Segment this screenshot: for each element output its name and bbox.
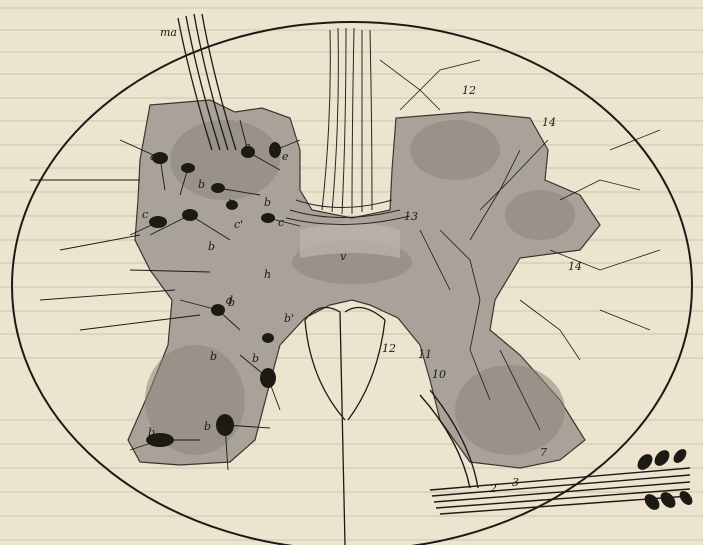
label-b-10: b <box>204 420 211 433</box>
label-12-top: 12 <box>462 84 476 97</box>
label-2: 2 <box>489 482 497 495</box>
label-ma: ma <box>160 26 177 39</box>
label-b-prime: b' <box>284 312 294 325</box>
label-e: e <box>282 150 289 163</box>
label-c-2: c <box>278 216 284 229</box>
label-14-right: 14 <box>568 260 582 273</box>
label-b-1: b <box>198 178 205 191</box>
label-a-2: a <box>244 140 251 153</box>
label-h: h <box>264 268 271 281</box>
commissure-band <box>300 223 400 259</box>
label-7: 7 <box>540 446 547 459</box>
label-3: 3 <box>512 476 519 489</box>
label-14-top: 14 <box>542 116 556 129</box>
label-b-7: b <box>210 350 217 363</box>
label-b-8: b <box>252 352 259 365</box>
label-b-9: b <box>148 426 155 439</box>
label-11: 11 <box>418 348 432 361</box>
label-c-prime: c' <box>234 218 243 231</box>
label-12-mid: 12 <box>382 342 396 355</box>
label-10: 10 <box>432 368 446 381</box>
label-a-1: a <box>150 150 157 163</box>
label-c-1: c <box>142 208 148 221</box>
label-v: v <box>340 250 347 263</box>
label-b-4: b <box>208 240 215 253</box>
label-13: 13 <box>404 210 418 223</box>
label-b-3: b <box>264 196 271 209</box>
label-b-2: b <box>228 198 235 211</box>
label-d: d <box>226 294 233 307</box>
